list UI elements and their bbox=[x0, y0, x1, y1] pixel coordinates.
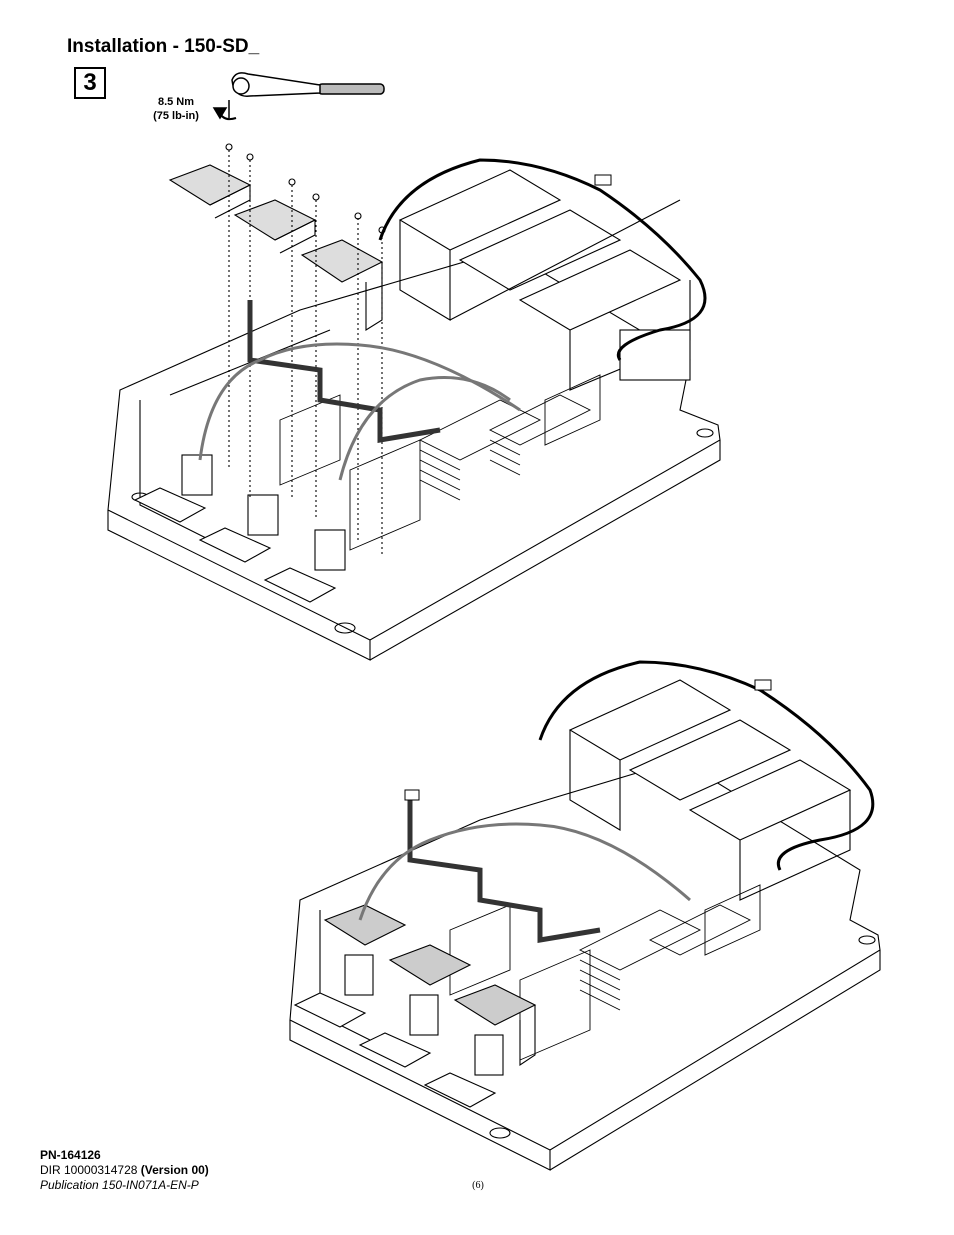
torque-metric: 8.5 Nm bbox=[157, 96, 195, 108]
torque-spec: 8.5 Nm (75 lb-in) bbox=[136, 95, 216, 123]
assembled-view-drawing bbox=[289, 679, 881, 1171]
page-title: Installation - 150-SD_ bbox=[67, 36, 260, 57]
dir-line: DIR 10000314728 (Version 00) bbox=[40, 1163, 209, 1178]
footer: PN-164126 DIR 10000314728 (Version 00) P… bbox=[40, 1148, 209, 1193]
page-number: (6) bbox=[472, 1180, 484, 1191]
torque-imperial: (75 lb-in) bbox=[153, 110, 199, 122]
dir-version: (Version 00) bbox=[140, 1163, 209, 1177]
assembled-wiring-cables bbox=[358, 660, 875, 943]
torque-wrench-icon bbox=[212, 72, 385, 121]
step-number-box: 3 bbox=[74, 67, 106, 99]
part-number: PN-164126 bbox=[40, 1148, 101, 1162]
wiring-cables bbox=[198, 158, 707, 481]
publication-number: Publication 150-IN071A-EN-P bbox=[40, 1178, 199, 1192]
exploded-view-drawing bbox=[107, 143, 721, 661]
dir-number: DIR 10000314728 bbox=[40, 1163, 138, 1177]
